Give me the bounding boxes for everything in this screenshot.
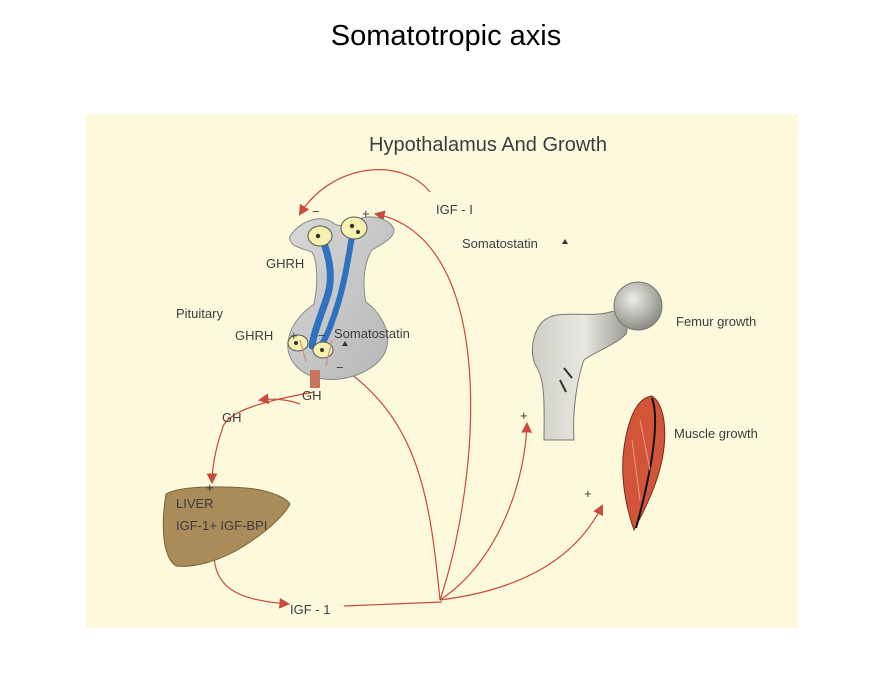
arrow-igf-line [343, 601, 443, 607]
sign-plus-ghrh: + [290, 328, 298, 343]
arrow-igf-to-femur [439, 421, 533, 601]
label-gh-center: GH [302, 388, 322, 403]
sign-minus-somatostatin: − [318, 328, 326, 343]
femur-icon [532, 281, 663, 441]
sign-minus-bottom: − [336, 360, 344, 375]
label-gh-left: GH [222, 410, 242, 425]
sign-plus-top: + [362, 206, 370, 221]
label-liver: LIVER [176, 496, 214, 511]
label-pituitary: Pituitary [176, 306, 223, 321]
arrow-pituitary-to-gh [257, 393, 301, 405]
label-ghrh-upper: GHRH [266, 256, 304, 271]
arrow-igf-to-hypothalamus [373, 210, 472, 601]
arrows [206, 169, 603, 609]
page-title: Somatotropic axis [330, 20, 562, 52]
muscle-icon [622, 395, 666, 532]
label-igf-bottom: IGF - 1 [290, 602, 330, 617]
pituitary-marker-icon [342, 341, 348, 346]
arrow-igf-to-pituitary [338, 364, 441, 601]
sign-plus-muscle: + [584, 486, 592, 501]
label-igf-i-top: IGF - I [436, 202, 473, 217]
somatostatin-marker-icon [562, 239, 568, 244]
sign-plus-femur: + [520, 408, 528, 423]
sign-plus-liver: + [206, 480, 214, 495]
arrow-gh-to-liver-down [206, 429, 223, 485]
liver-icon [162, 486, 291, 567]
arrow-igf-to-muscle [439, 504, 603, 601]
arrow-igf-feedback-arc [298, 169, 431, 216]
label-somatostatin-top: Somatostatin [462, 236, 538, 251]
sign-minus-top: − [312, 204, 320, 219]
label-femur-growth: Femur growth [676, 314, 756, 329]
label-muscle-growth: Muscle growth [674, 426, 758, 441]
label-somatostatin-inner: Somatostatin [334, 326, 410, 341]
label-igf-complex: IGF-1+ IGF-BPI [176, 518, 267, 533]
diagram-heading: Hypothalamus And Growth [369, 134, 607, 156]
label-ghrh-lower: GHRH [235, 328, 273, 343]
arrow-gh-to-liver [221, 391, 315, 431]
pituitary-gland [287, 216, 395, 388]
